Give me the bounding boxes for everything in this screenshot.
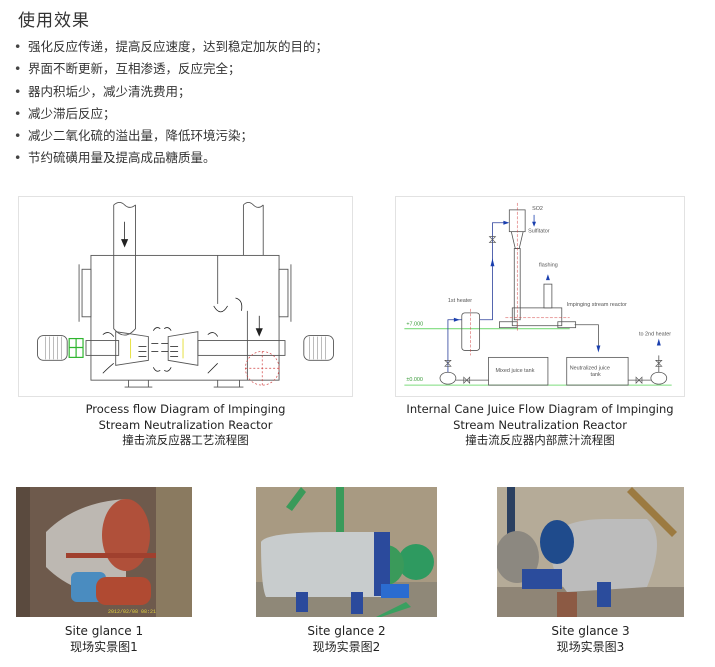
juice-flow-caption: Internal Cane Juice Flow Diagram of Impi…: [406, 402, 674, 447]
benefit-item: •器内积垢少，减少清洗费用；: [14, 81, 328, 103]
photo-timestamp: 2012/02/08 08:21: [108, 609, 156, 615]
manhole-outline: [245, 351, 280, 386]
neutralized-juice-tank: [566, 356, 629, 386]
site-photo-2: [256, 487, 437, 617]
reactor-label: Impinging stream reactor: [567, 302, 627, 308]
so2-label: SO2: [532, 206, 543, 212]
bullet-icon: •: [14, 150, 22, 166]
flow-arrows: [453, 214, 661, 353]
benefit-item: •界面不断更新，互相渗透，反应完全；: [14, 58, 328, 80]
left-motor: [37, 335, 68, 361]
mixed-juice-tank: [488, 356, 549, 386]
site-photo-3-caption: Site glance 3 现场实景图3: [551, 624, 630, 654]
coupling-left: [68, 337, 84, 358]
neutralized-tank-label-1: Neutralized juice: [570, 365, 610, 371]
manhole-cover: [102, 499, 150, 571]
impinging-reactor: [511, 307, 563, 327]
outlet-pipe: [242, 202, 264, 256]
mixed-tank-label: Mixed juice tank: [495, 368, 534, 374]
benefit-item: •节约硫磺用量及提高成品糖质量。: [14, 147, 328, 169]
process-flow-diagram: [18, 196, 353, 397]
inlet-pipe: [113, 204, 136, 336]
benefit-item: •减少二氧化硫的溢出量，降低环境污染；: [14, 125, 328, 147]
bullet-icon: •: [14, 39, 22, 54]
juice-flow-diagram: +7.000 ±0.000: [395, 196, 685, 397]
level-zero-label: ±0.000: [406, 377, 423, 383]
reactor-cross-section-drawing: [37, 202, 334, 388]
reactor-tank: [261, 532, 381, 597]
bullet-icon: •: [14, 105, 22, 121]
neutralized-tank-label-2: tank: [590, 372, 601, 378]
vessel-body: [90, 254, 280, 381]
process-flow-caption: Process flow Diagram of Impinging Stream…: [85, 402, 286, 447]
section-title: 使用效果: [18, 11, 90, 31]
second-heater-label: to 2nd heater: [639, 332, 671, 338]
benefit-item: •减少滞后反应；: [14, 103, 328, 125]
flashing-label: flashing: [539, 262, 558, 268]
right-motor: [303, 335, 334, 361]
blue-end-cover: [540, 520, 574, 564]
site-photo-3: [497, 487, 684, 617]
bullet-icon: •: [14, 128, 22, 144]
sulfitator-label: Sulfitator: [528, 229, 550, 235]
site-photo-1-caption: Site glance 1 现场实景图1: [64, 624, 144, 654]
flow-arrows: [121, 221, 263, 357]
reactor-tank: [551, 519, 657, 592]
floor-levels: [404, 328, 672, 386]
bullet-icon: •: [14, 83, 22, 99]
benefit-list: •强化反应传递，提高反应速度，达到稳定加灰的目的； •界面不断更新，互相渗透，反…: [14, 36, 328, 170]
level-high-label: +7.000: [406, 322, 423, 328]
bullet-icon: •: [14, 61, 22, 77]
first-heater-label: 1st heater: [448, 298, 472, 304]
juice-flow-drawing: +7.000 ±0.000: [404, 202, 672, 386]
benefit-item: •强化反应传递，提高反应速度，达到稳定加灰的目的；: [14, 36, 328, 58]
site-photo-1: 2012/02/08 08:21: [16, 487, 192, 617]
site-photo-2-caption: Site glance 2 现场实景图2: [307, 624, 386, 654]
